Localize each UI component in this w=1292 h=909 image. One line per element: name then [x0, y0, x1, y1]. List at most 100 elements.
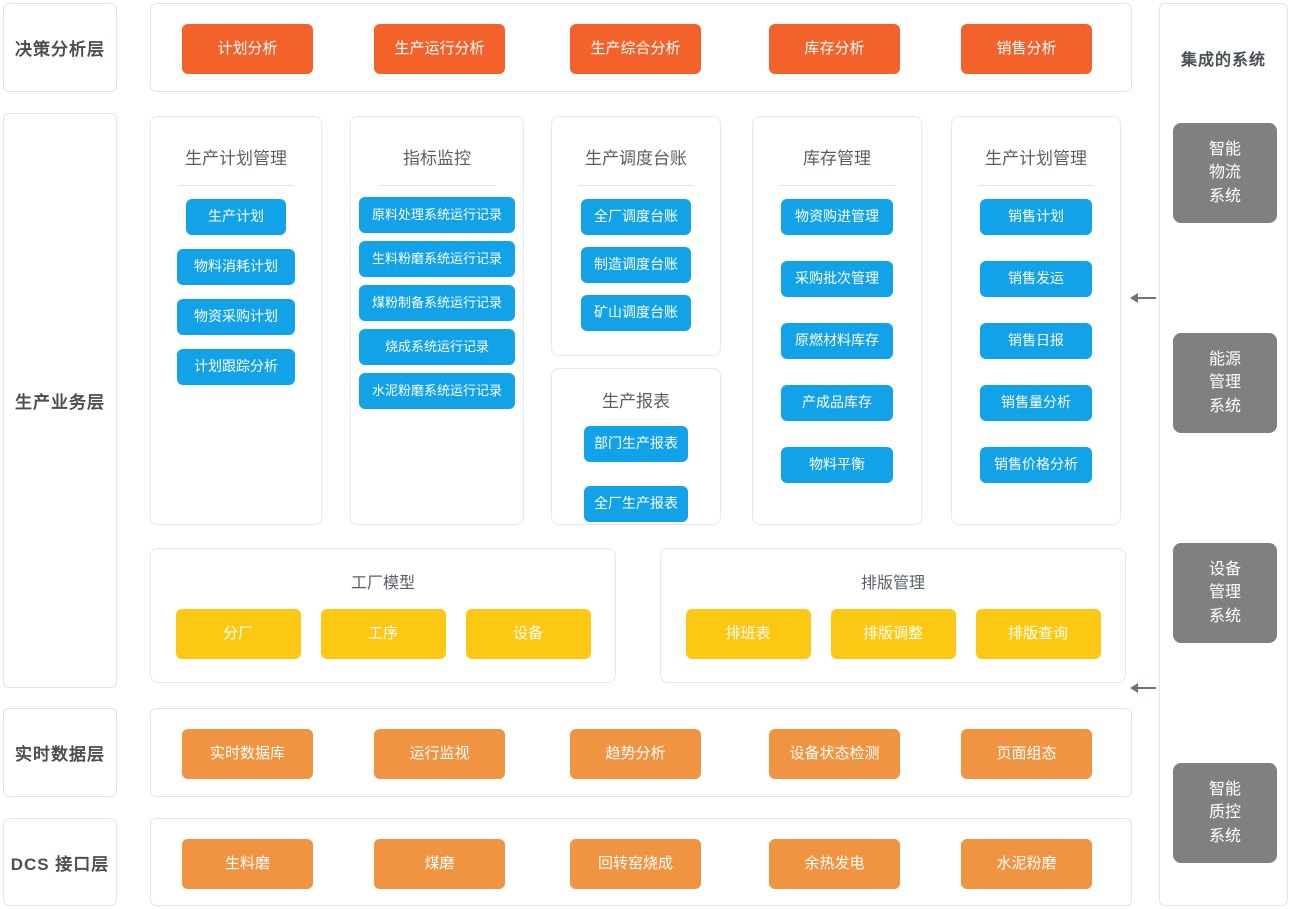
dcs-item-1[interactable]: 煤磨 — [374, 839, 505, 889]
layer-label-business-text: 生产业务层 — [15, 393, 105, 412]
integrated-systems-title: 集成的系统 — [1180, 52, 1266, 69]
system-line-1: 智能 — [1208, 781, 1241, 799]
group-4-item-4[interactable]: 物料平衡 — [781, 447, 893, 483]
group-4-item-0[interactable]: 物资购进管理 — [781, 199, 893, 235]
group-5-item-2[interactable]: 销售日报 — [980, 323, 1092, 359]
group-0-item-0[interactable]: 生产计划 — [186, 199, 286, 235]
realtime-item-1[interactable]: 运行监视 — [374, 729, 505, 779]
arrow-head — [1130, 293, 1138, 303]
dcs-interface-row: 生料磨 煤磨 回转窑烧成 余热发电 水泥粉磨 — [150, 818, 1132, 906]
integration-arrow-top — [1130, 293, 1156, 303]
realtime-data-row: 实时数据库 运行监视 趋势分析 设备状态检测 页面组态 — [150, 708, 1132, 797]
divider — [978, 185, 1094, 186]
group-3-item-1[interactable]: 全厂生产报表 — [584, 486, 688, 522]
group-5-item-4[interactable]: 销售价格分析 — [980, 447, 1092, 483]
group-card-sales-plan: 生产计划管理 销售计划 销售发运 销售日报 销售量分析 销售价格分析 — [951, 116, 1121, 525]
group-card-production-report: 生产报表 部门生产报表 全厂生产报表 — [551, 368, 721, 525]
group-2-item-2[interactable]: 矿山调度台账 — [581, 295, 691, 331]
decision-analysis-row: 计划分析 生产运行分析 生产综合分析 库存分析 销售分析 — [150, 3, 1132, 92]
group-title: 生产计划管理 — [985, 149, 1087, 168]
decision-item-2[interactable]: 生产综合分析 — [570, 24, 701, 74]
layer-label-decision: 决策分析层 — [3, 3, 117, 92]
group-5-item-3[interactable]: 销售量分析 — [980, 385, 1092, 421]
integration-arrow-bottom — [1130, 683, 1156, 693]
arrow-head — [1130, 683, 1138, 693]
system-line-1: 智能 — [1208, 141, 1241, 159]
system-line-1: 能源 — [1208, 351, 1241, 369]
system-line-3: 系统 — [1208, 397, 1241, 415]
integrated-system-energy-management[interactable]: 能源 管理 系统 — [1173, 333, 1277, 433]
schedule-item-2[interactable]: 排版查询 — [975, 609, 1101, 659]
realtime-item-3[interactable]: 设备状态检测 — [769, 729, 900, 779]
layer-label-realtime-text: 实时数据层 — [15, 745, 105, 764]
group-0-item-2[interactable]: 物资采购计划 — [177, 299, 295, 335]
layer-label-decision-text: 决策分析层 — [15, 40, 105, 59]
system-line-2: 管理 — [1208, 584, 1241, 602]
realtime-item-0[interactable]: 实时数据库 — [182, 729, 313, 779]
group-2-item-0[interactable]: 全厂调度台账 — [581, 199, 691, 235]
factory-model-item-1[interactable]: 工序 — [320, 609, 446, 659]
group-title: 生产报表 — [602, 392, 670, 411]
system-line-1: 设备 — [1208, 561, 1241, 579]
group-1-item-0[interactable]: 原料处理系统运行记录 — [359, 197, 515, 233]
model-card-schedule-management: 排版管理 排班表 排版调整 排版查询 — [660, 548, 1126, 683]
group-card-dispatch-ledger: 生产调度台账 全厂调度台账 制造调度台账 矿山调度台账 — [551, 116, 721, 356]
divider — [178, 185, 294, 186]
group-5-item-0[interactable]: 销售计划 — [980, 199, 1092, 235]
layer-label-business: 生产业务层 — [3, 113, 117, 688]
arrow-line — [1136, 297, 1156, 299]
divider — [379, 185, 495, 186]
model-title: 工厂模型 — [350, 575, 415, 592]
group-title: 生产计划管理 — [185, 149, 287, 168]
model-card-factory-model: 工厂模型 分厂 工序 设备 — [150, 548, 616, 683]
system-line-3: 系统 — [1208, 827, 1241, 845]
layer-label-dcs: DCS 接口层 — [3, 818, 117, 906]
factory-model-item-2[interactable]: 设备 — [465, 609, 591, 659]
arrow-line — [1136, 687, 1156, 689]
group-0-item-1[interactable]: 物料消耗计划 — [177, 249, 295, 285]
group-title: 库存管理 — [803, 149, 871, 168]
system-line-2: 物流 — [1208, 164, 1241, 182]
realtime-item-2[interactable]: 趋势分析 — [570, 729, 701, 779]
divider — [779, 185, 895, 186]
dcs-item-4[interactable]: 水泥粉磨 — [961, 839, 1092, 889]
integrated-system-equipment-management[interactable]: 设备 管理 系统 — [1173, 543, 1277, 643]
group-0-item-3[interactable]: 计划跟踪分析 — [177, 349, 295, 385]
decision-item-3[interactable]: 库存分析 — [769, 24, 900, 74]
system-line-3: 系统 — [1208, 607, 1241, 625]
group-1-item-3[interactable]: 烧成系统运行记录 — [359, 329, 515, 365]
layer-label-realtime: 实时数据层 — [3, 708, 117, 797]
integrated-systems-panel: 集成的系统 智能 物流 系统 能源 管理 系统 设备 管理 系统 智能 质控 系… — [1159, 3, 1288, 906]
group-4-item-3[interactable]: 产成品库存 — [781, 385, 893, 421]
group-4-item-2[interactable]: 原燃材料库存 — [781, 323, 893, 359]
dcs-item-3[interactable]: 余热发电 — [769, 839, 900, 889]
integrated-system-smart-logistics[interactable]: 智能 物流 系统 — [1173, 123, 1277, 223]
divider — [578, 185, 694, 186]
group-card-indicator-monitoring: 指标监控 原料处理系统运行记录 生料粉磨系统运行记录 煤粉制备系统运行记录 烧成… — [350, 116, 524, 525]
decision-item-1[interactable]: 生产运行分析 — [374, 24, 505, 74]
schedule-item-1[interactable]: 排版调整 — [830, 609, 956, 659]
dcs-item-0[interactable]: 生料磨 — [182, 839, 313, 889]
group-4-item-1[interactable]: 采购批次管理 — [781, 261, 893, 297]
dcs-item-2[interactable]: 回转窑烧成 — [570, 839, 701, 889]
factory-model-item-0[interactable]: 分厂 — [175, 609, 301, 659]
schedule-item-0[interactable]: 排班表 — [685, 609, 811, 659]
integrated-system-smart-quality-control[interactable]: 智能 质控 系统 — [1173, 763, 1277, 863]
layer-label-dcs-text: DCS 接口层 — [10, 854, 110, 874]
group-card-inventory: 库存管理 物资购进管理 采购批次管理 原燃材料库存 产成品库存 物料平衡 — [752, 116, 922, 525]
group-card-production-plan: 生产计划管理 生产计划 物料消耗计划 物资采购计划 计划跟踪分析 — [150, 116, 322, 525]
group-1-item-4[interactable]: 水泥粉磨系统运行记录 — [359, 373, 515, 409]
system-line-2: 质控 — [1208, 804, 1241, 822]
group-2-item-1[interactable]: 制造调度台账 — [581, 247, 691, 283]
system-line-2: 管理 — [1208, 374, 1241, 392]
group-5-item-1[interactable]: 销售发运 — [980, 261, 1092, 297]
group-title: 指标监控 — [403, 149, 471, 168]
decision-item-4[interactable]: 销售分析 — [961, 24, 1092, 74]
group-3-item-0[interactable]: 部门生产报表 — [584, 426, 688, 462]
decision-item-0[interactable]: 计划分析 — [182, 24, 313, 74]
group-1-item-2[interactable]: 煤粉制备系统运行记录 — [359, 285, 515, 321]
model-title: 排版管理 — [860, 575, 925, 592]
group-1-item-1[interactable]: 生料粉磨系统运行记录 — [359, 241, 515, 277]
group-title: 生产调度台账 — [585, 149, 687, 168]
realtime-item-4[interactable]: 页面组态 — [961, 729, 1092, 779]
